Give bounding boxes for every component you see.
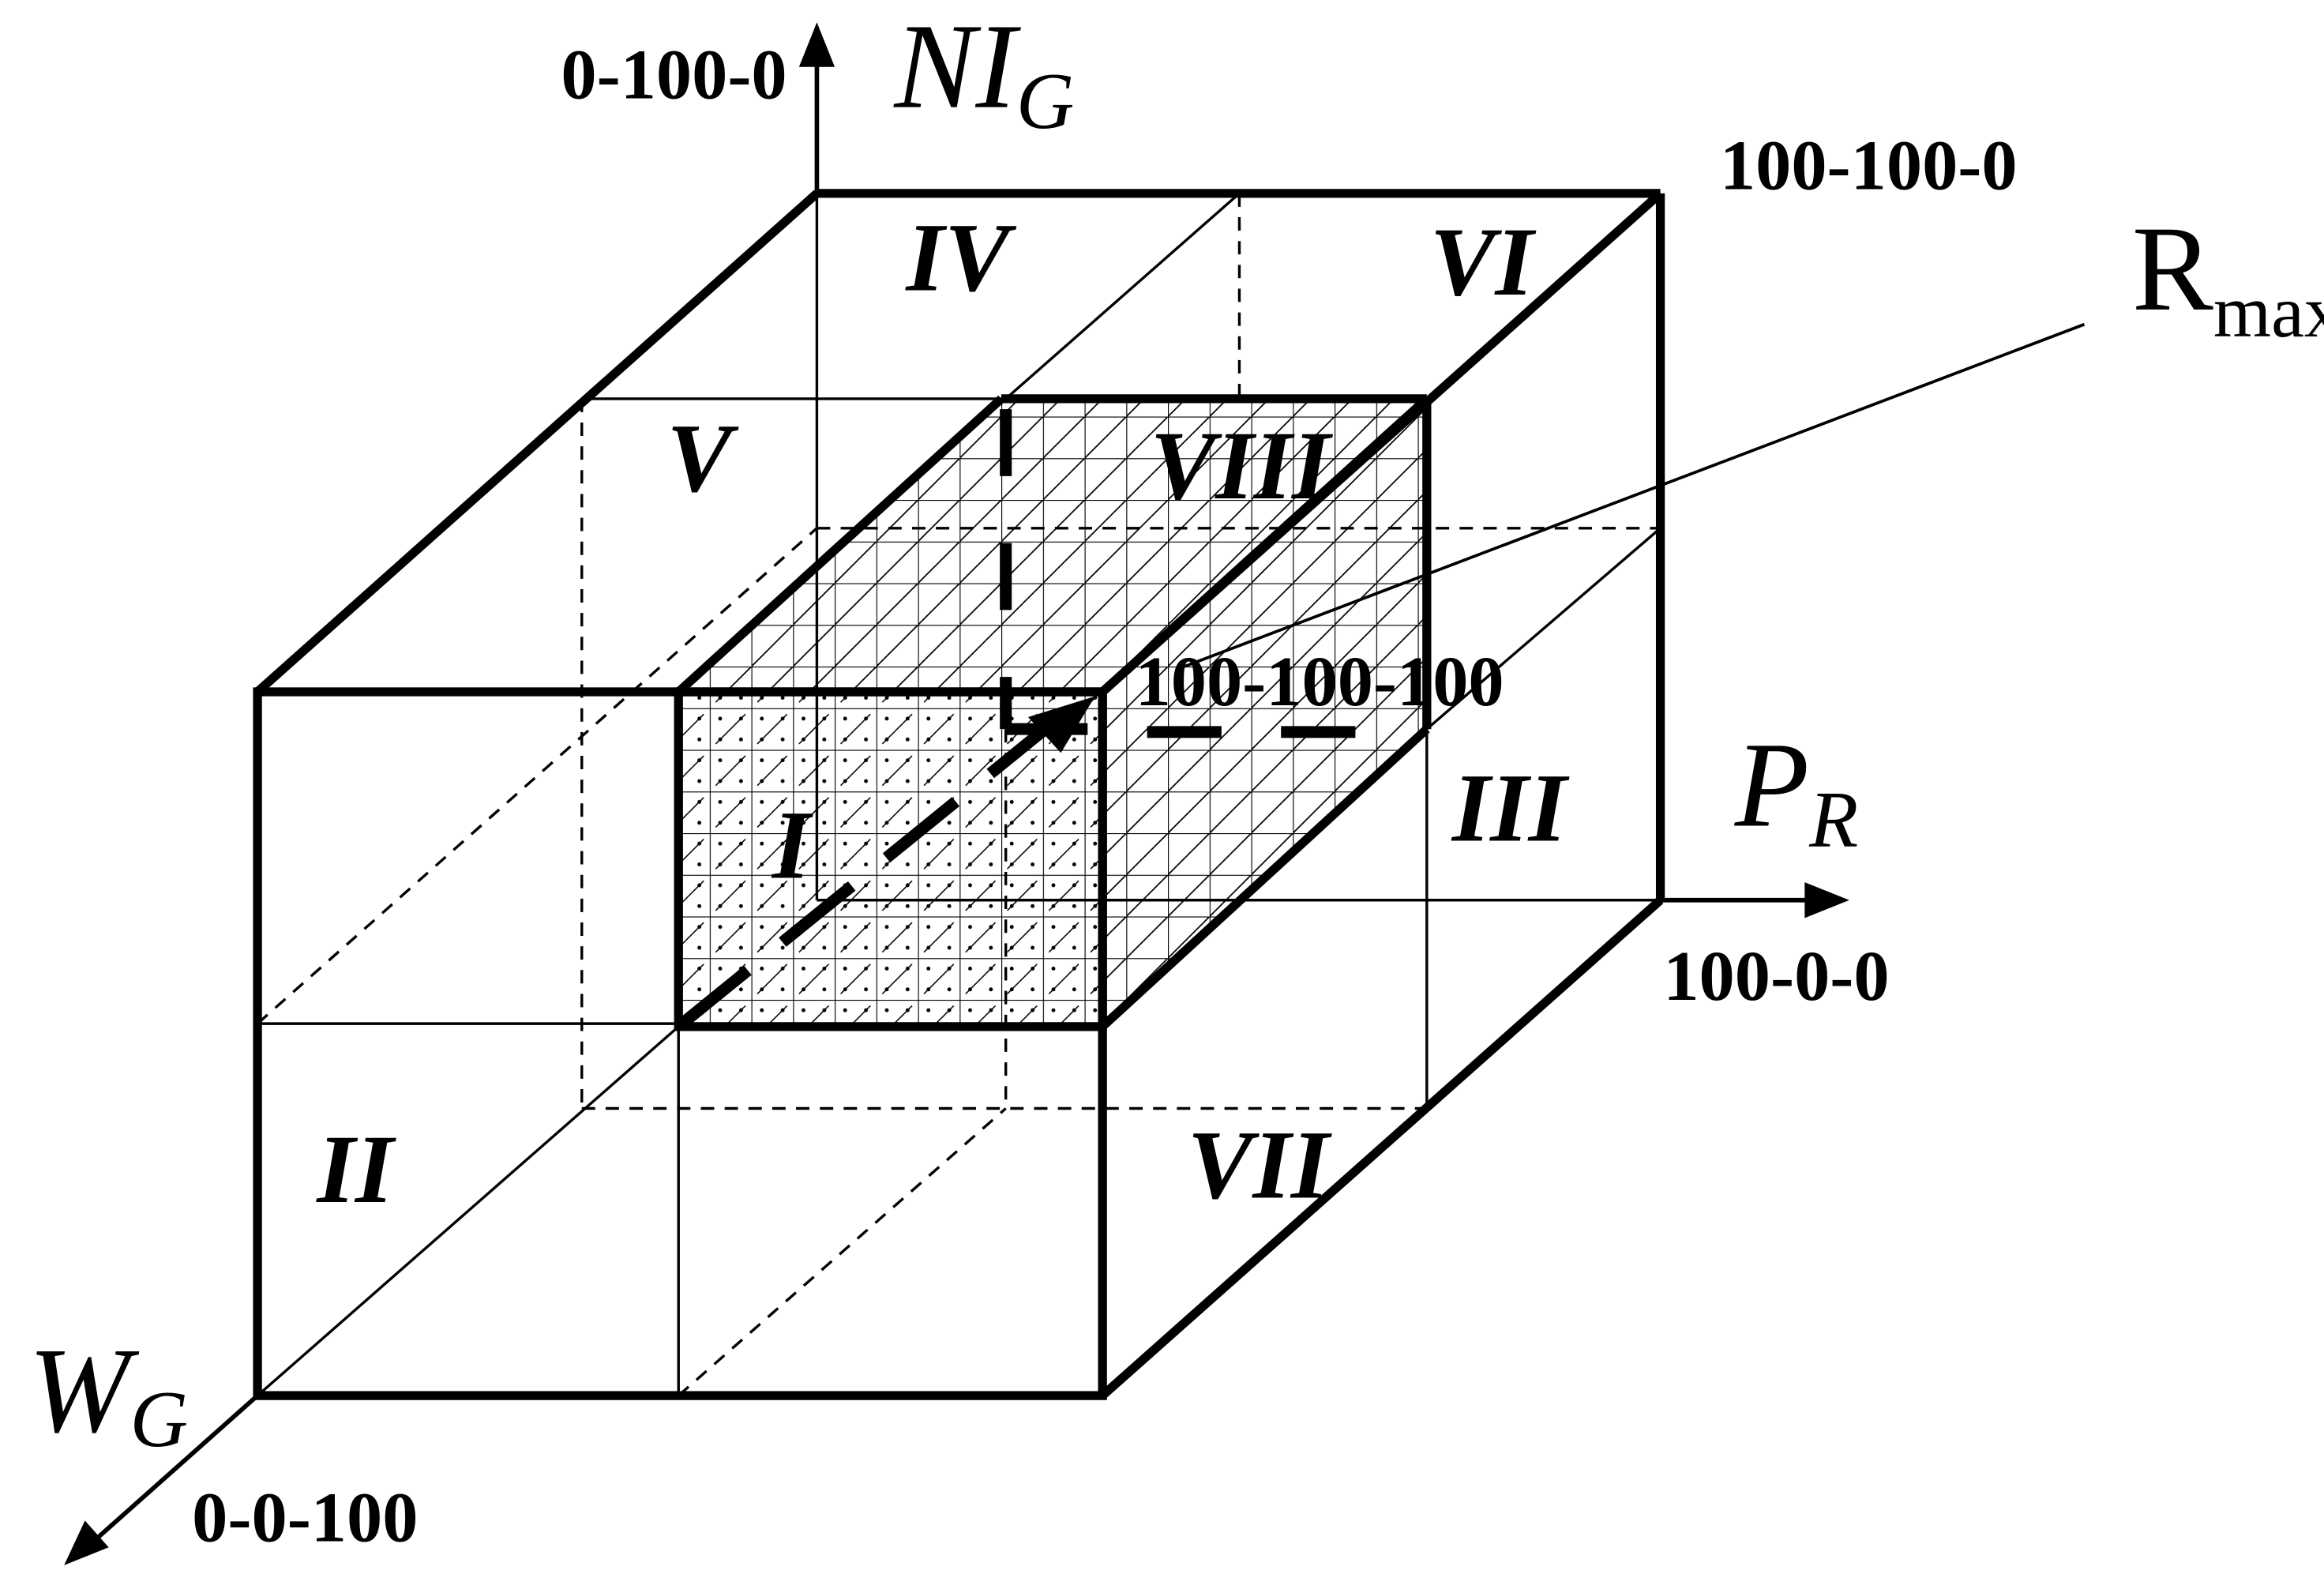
depth-axis-arrow: [64, 1520, 109, 1565]
region-label-3: III: [1451, 753, 1570, 862]
region-label-8: VIII: [1150, 411, 1333, 520]
vertical-axis-label: NIG: [892, 0, 1074, 146]
depth-axis: [81, 1393, 259, 1553]
inner-cube-top-face: [678, 398, 1427, 693]
construction-lines: [256, 192, 1661, 1397]
region-label-7: VII: [1188, 1110, 1332, 1219]
region-label-6: VI: [1430, 207, 1537, 316]
inner-cube-side-face: [1102, 398, 1427, 1027]
diagonal-arrowhead: [1027, 696, 1095, 753]
axes: [81, 44, 1824, 1553]
coord-top-right: 100-100-0: [1720, 125, 2018, 205]
coord-front: 0-0-100: [192, 1478, 418, 1557]
coord-inner-corner: 100-100-100: [1136, 641, 1504, 721]
rmax-label: Rmax: [2132, 201, 2324, 353]
region-label-5: V: [666, 404, 739, 513]
horizontal-axis-arrow: [1804, 882, 1849, 918]
coord-origin-top: 0-100-0: [561, 34, 787, 114]
vertical-axis-arrow: [798, 22, 835, 67]
horizontal-axis-label: PR: [1734, 718, 1859, 865]
dashed-lines: [256, 193, 1661, 1397]
region-label-4: IV: [904, 202, 1016, 311]
region-label-1: I: [771, 790, 813, 899]
coord-right: 100-0-0: [1663, 936, 1889, 1016]
rmax-pointer: [1184, 322, 2086, 668]
outer-cube: [253, 189, 1665, 1400]
depth-axis-label: WG: [28, 1323, 188, 1464]
region-label-2: II: [315, 1114, 396, 1223]
